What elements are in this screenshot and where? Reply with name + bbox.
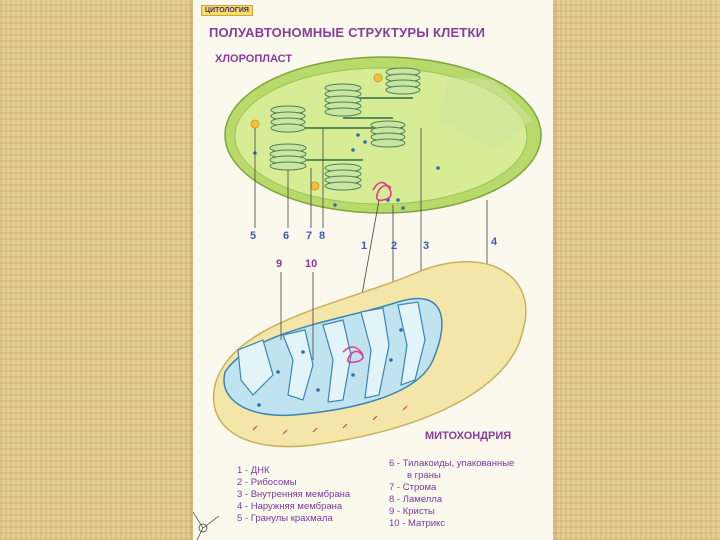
section-tag: ЦИТОЛОГИЯ (201, 5, 253, 16)
callout-number: 9 (276, 258, 283, 270)
mito-dna (342, 346, 364, 364)
page-title: ПОЛУАВТОНОМНЫЕ СТРУКТУРЫ КЛЕТКИ (209, 25, 486, 40)
callout-number: 5 (250, 230, 257, 242)
callout-number: 2 (391, 240, 398, 252)
starch-granule (250, 119, 260, 129)
granum (269, 143, 307, 171)
callout-number: 8 (319, 230, 326, 242)
legend-item: 5 - Гранулы крахмала (237, 513, 333, 524)
legend-item: 2 - Рибосомы (237, 477, 297, 488)
callout-number: 6 (283, 230, 290, 242)
callout-number: 1 (361, 240, 368, 252)
legend-left: 1 - ДНК 2 - Рибосомы 3 - Внутренняя мемб… (237, 465, 350, 525)
legend-item: 7 - Строма (389, 482, 437, 493)
granum (370, 120, 406, 148)
starch-granule (373, 73, 383, 83)
legend-item: 10 - Матрикс (389, 518, 446, 529)
legend-item: в граны (407, 470, 441, 481)
legend-item: 9 - Кристы (389, 506, 435, 517)
granum (324, 83, 362, 117)
mitochondrion-label: МИТОХОНДРИЯ (425, 430, 512, 442)
chloroplast-dna (372, 181, 392, 202)
legend-item: 1 - ДНК (237, 465, 270, 476)
organelles-diagram (193, 56, 542, 540)
legend-right: 6 - Тилакоиды, упакованные в граны 7 - С… (389, 458, 514, 530)
granum (324, 163, 362, 191)
corner-sketch-icon (193, 511, 220, 540)
callout-number: 10 (305, 258, 318, 270)
starch-granule (310, 181, 320, 191)
poster-sheet: ЦИТОЛОГИЯ ПОЛУАВТОНОМНЫЕ СТРУКТУРЫ КЛЕТК… (193, 0, 553, 540)
chloroplast-illustration (224, 56, 542, 214)
legend-item: 3 - Внутренняя мембрана (237, 489, 351, 500)
granum (385, 67, 421, 95)
chloroplast-label: ХЛОРОПЛАСТ (215, 53, 293, 65)
callout-number: 3 (423, 240, 430, 252)
legend-item: 6 - Тилакоиды, упакованные (389, 458, 515, 469)
legend-item: 4 - Наружняя мембрана (237, 501, 343, 512)
mitochondrion-illustration (212, 261, 527, 448)
granum (270, 105, 306, 133)
callout-number: 7 (306, 230, 313, 242)
callout-number: 4 (491, 236, 498, 248)
legend-item: 8 - Ламелла (389, 494, 443, 505)
